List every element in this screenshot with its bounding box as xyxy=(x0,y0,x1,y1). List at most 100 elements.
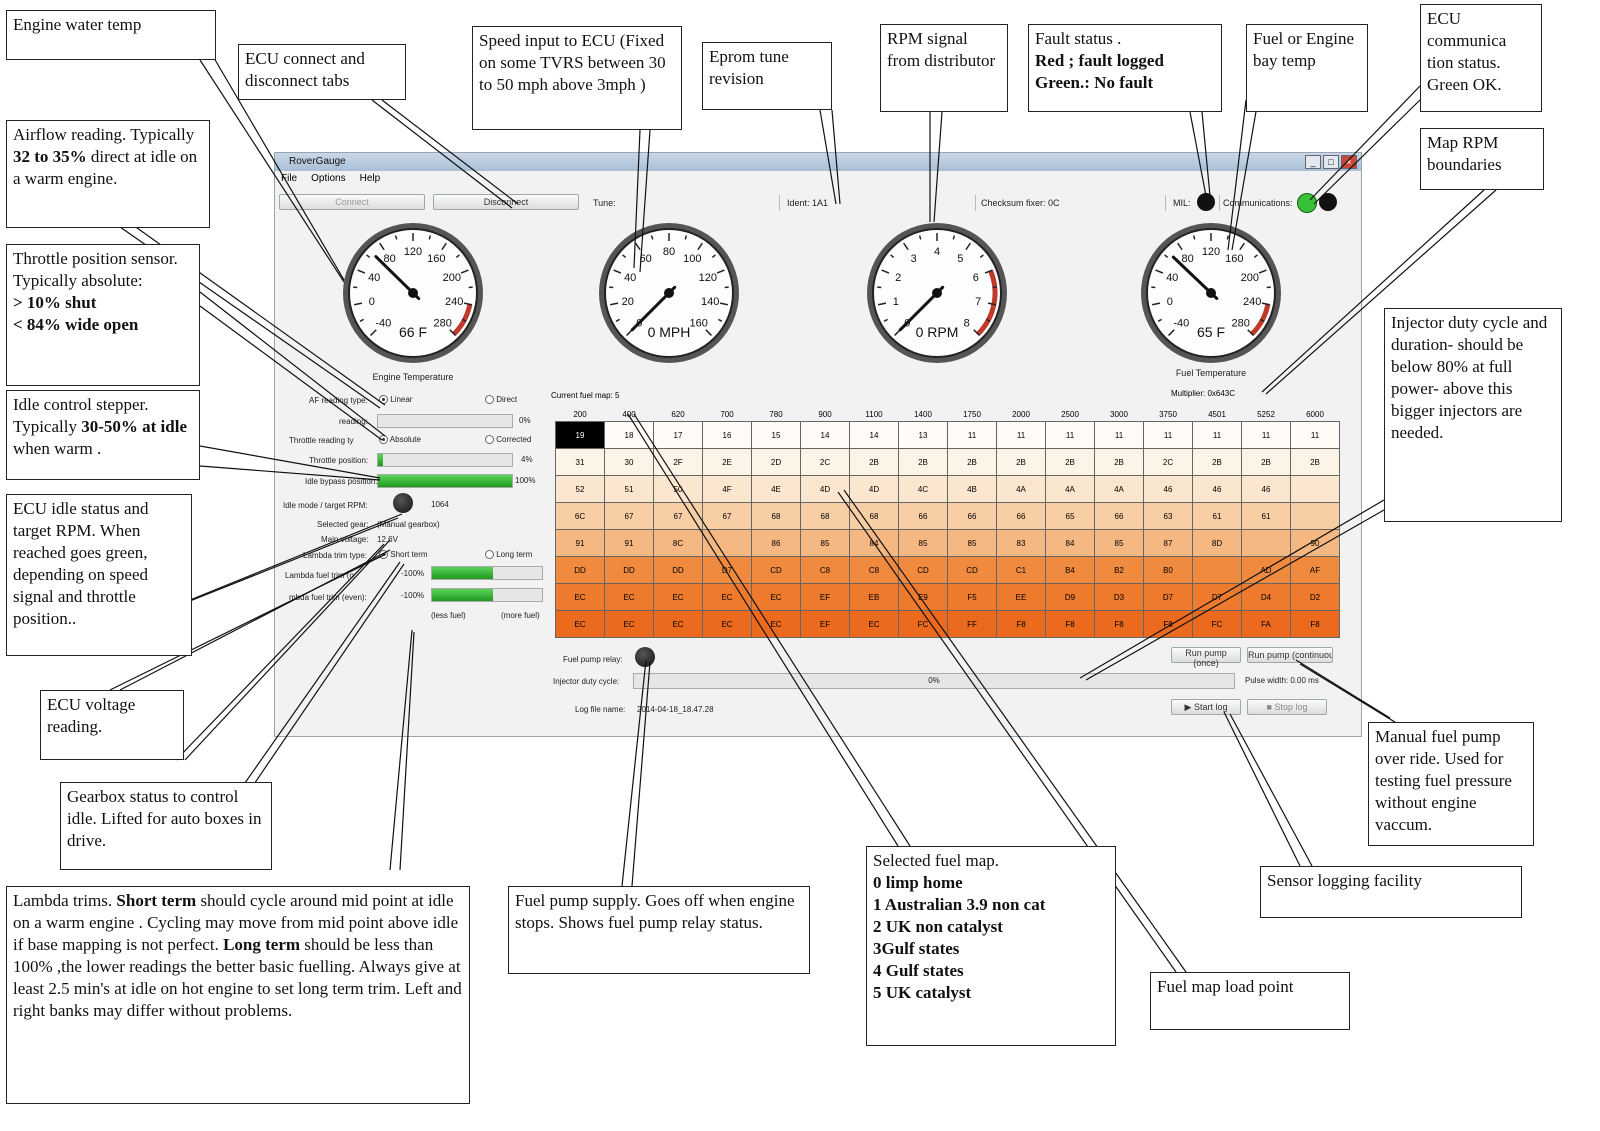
maximize-button[interactable]: □ xyxy=(1323,155,1339,169)
fuel-map-cell[interactable]: 2B xyxy=(849,448,899,476)
fuel-map-cell[interactable]: 8C xyxy=(653,529,703,557)
fuel-map-cell[interactable]: 66 xyxy=(947,502,997,530)
fuel-map-cell[interactable]: 2F xyxy=(653,448,703,476)
fuel-map-cell[interactable]: D7 xyxy=(1143,583,1193,611)
fuel-map-cell[interactable]: 11 xyxy=(1094,421,1144,449)
corrected-radio[interactable] xyxy=(485,435,494,445)
fuel-map-cell[interactable]: C8 xyxy=(800,556,850,584)
fuel-map-cell[interactable]: 4D xyxy=(800,475,850,503)
fuel-map-cell[interactable]: F8 xyxy=(996,610,1046,638)
fuel-map-cell[interactable]: C8 xyxy=(849,556,899,584)
fuel-map-cell[interactable]: 11 xyxy=(996,421,1046,449)
fuel-map-cell[interactable]: EC xyxy=(751,610,801,638)
fuel-map-cell[interactable]: 2B xyxy=(1192,448,1242,476)
fuel-map-cell[interactable]: CD xyxy=(947,556,997,584)
minimize-button[interactable]: _ xyxy=(1305,155,1321,169)
fuel-map-cell[interactable]: 4B xyxy=(947,475,997,503)
fuel-map-cell[interactable]: E9 xyxy=(898,583,948,611)
fuel-map-cell[interactable]: 51 xyxy=(604,475,654,503)
fuel-map-cell[interactable]: EC xyxy=(604,610,654,638)
fuel-map-cell[interactable]: EF xyxy=(800,610,850,638)
fuel-map-cell[interactable]: 17 xyxy=(653,421,703,449)
fuel-map-cell[interactable]: 11 xyxy=(1290,421,1340,449)
fuel-map-cell[interactable]: 85 xyxy=(800,529,850,557)
fuel-map-cell[interactable]: 2C xyxy=(1143,448,1193,476)
fuel-map-cell[interactable]: 46 xyxy=(1143,475,1193,503)
fuel-map-cell[interactable]: CD xyxy=(898,556,948,584)
start-log-button[interactable]: ▶ Start log xyxy=(1171,699,1241,715)
fuel-map-cell[interactable]: 91 xyxy=(555,529,605,557)
fuel-map-cell[interactable]: 11 xyxy=(1045,421,1095,449)
fuel-map-cell[interactable] xyxy=(1290,502,1340,530)
fuel-map-cell[interactable]: 2E xyxy=(702,448,752,476)
fuel-map-cell[interactable]: FC xyxy=(1192,610,1242,638)
fuel-map-cell[interactable]: 84 xyxy=(849,529,899,557)
fuel-map-cell[interactable]: EE xyxy=(996,583,1046,611)
fuel-map-cell[interactable]: 61 xyxy=(1192,502,1242,530)
fuel-map-cell[interactable]: EC xyxy=(702,610,752,638)
fuel-map-cell[interactable] xyxy=(1290,475,1340,503)
fuel-map-cell[interactable]: D7 xyxy=(1192,583,1242,611)
fuel-map-cell[interactable]: EC xyxy=(555,610,605,638)
absolute-radio[interactable] xyxy=(379,435,388,445)
fuel-map-cell[interactable]: B2 xyxy=(1094,556,1144,584)
fuel-map-cell[interactable]: 85 xyxy=(947,529,997,557)
fuel-map-cell[interactable]: 4E xyxy=(751,475,801,503)
fuel-map-cell[interactable]: DD xyxy=(653,556,703,584)
fuel-map-cell[interactable]: F8 xyxy=(1045,610,1095,638)
short-term-radio[interactable] xyxy=(379,550,388,560)
fuel-map-cell[interactable]: EC xyxy=(702,583,752,611)
fuel-map-cell[interactable]: F8 xyxy=(1143,610,1193,638)
fuel-map-cell[interactable]: FF xyxy=(947,610,997,638)
fuel-map-cell[interactable]: EB xyxy=(849,583,899,611)
fuel-map-cell[interactable]: F5 xyxy=(947,583,997,611)
fuel-map-cell[interactable]: D7 xyxy=(702,556,752,584)
fuel-map-cell[interactable]: 84 xyxy=(1045,529,1095,557)
fuel-map-cell[interactable]: DD xyxy=(604,556,654,584)
run-pump-once-button[interactable]: Run pump (once) xyxy=(1171,647,1241,668)
fuel-map-cell[interactable]: 11 xyxy=(947,421,997,449)
stop-log-button[interactable]: ■ Stop log xyxy=(1247,699,1327,715)
fuel-map-cell[interactable]: D9 xyxy=(1045,583,1095,611)
fuel-map-cell[interactable]: F8 xyxy=(1290,610,1340,638)
fuel-map-cell[interactable]: EC xyxy=(849,610,899,638)
fuel-map-cell[interactable]: 2B xyxy=(1094,448,1144,476)
fuel-map-cell[interactable]: 66 xyxy=(996,502,1046,530)
long-term-radio[interactable] xyxy=(485,550,494,560)
fuel-map-cell[interactable]: 63 xyxy=(1143,502,1193,530)
fuel-map-cell[interactable]: 46 xyxy=(1241,475,1291,503)
fuel-map-cell[interactable]: 6C xyxy=(555,502,605,530)
fuel-map-cell[interactable]: 13 xyxy=(898,421,948,449)
menu-file[interactable]: File xyxy=(281,173,298,184)
fuel-map-cell[interactable]: 14 xyxy=(800,421,850,449)
fuel-map-cell[interactable]: AF xyxy=(1290,556,1340,584)
fuel-map-cell[interactable]: 15 xyxy=(751,421,801,449)
fuel-map-cell[interactable]: 2B xyxy=(1045,448,1095,476)
close-button[interactable]: × xyxy=(1341,155,1357,169)
fuel-map-cell[interactable]: 30 xyxy=(604,448,654,476)
fuel-map-cell[interactable]: FC xyxy=(898,610,948,638)
menu-options[interactable]: Options xyxy=(311,173,346,184)
fuel-map-cell[interactable]: 68 xyxy=(800,502,850,530)
fuel-map-cell[interactable]: 2D xyxy=(751,448,801,476)
fuel-map-cell[interactable]: EC xyxy=(555,583,605,611)
fuel-map-cell[interactable]: 52 xyxy=(555,475,605,503)
fuel-map-cell[interactable]: 2B xyxy=(898,448,948,476)
fuel-map-cell[interactable]: 85 xyxy=(898,529,948,557)
fuel-map-cell[interactable]: 68 xyxy=(849,502,899,530)
fuel-map-cell[interactable]: 4A xyxy=(1045,475,1095,503)
fuel-map-cell[interactable]: EC xyxy=(653,583,703,611)
fuel-map-cell[interactable]: EC xyxy=(604,583,654,611)
fuel-map-cell[interactable]: 50 xyxy=(653,475,703,503)
fuel-map-cell[interactable]: 11 xyxy=(1241,421,1291,449)
fuel-map-cell[interactable]: 67 xyxy=(702,502,752,530)
run-pump-continuous-button[interactable]: Run pump (continuous) xyxy=(1247,647,1333,663)
fuel-map-cell[interactable]: D3 xyxy=(1094,583,1144,611)
fuel-map-cell[interactable]: FA xyxy=(1241,610,1291,638)
fuel-map-cell[interactable]: 2B xyxy=(1290,448,1340,476)
fuel-map-cell[interactable]: 65 xyxy=(1045,502,1095,530)
fuel-map-cell[interactable]: F8 xyxy=(1094,610,1144,638)
fuel-map-cell[interactable]: 90 xyxy=(1290,529,1340,557)
fuel-map-cell[interactable]: 2B xyxy=(1241,448,1291,476)
fuel-map-cell[interactable]: 4C xyxy=(898,475,948,503)
